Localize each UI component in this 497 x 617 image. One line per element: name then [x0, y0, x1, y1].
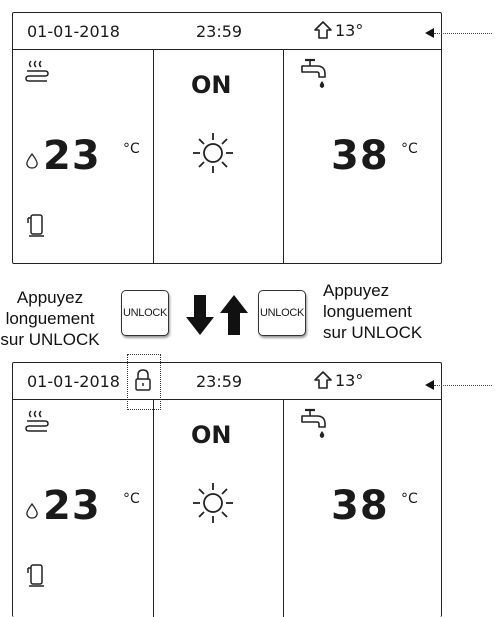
date-display: 01-01-2018: [27, 22, 120, 41]
status-bar: 01-01-2018 23:59 13°: [13, 363, 441, 400]
heating-waves-icon: [25, 60, 49, 82]
sun-icon: [193, 483, 233, 523]
mode-status: ON: [191, 421, 232, 449]
arrow-down-icon: [186, 295, 214, 335]
zone-heating-panel[interactable]: 23 °C: [13, 399, 154, 617]
hot-water-panel[interactable]: 38 °C: [283, 399, 441, 617]
pointer-arrow-head: [425, 28, 434, 38]
water-tap-icon: [301, 58, 326, 88]
mode-panel[interactable]: ON: [153, 399, 284, 617]
compressor-icon: [27, 214, 44, 237]
pointer-arrow-head: [425, 380, 434, 390]
arrow-up-icon: [220, 295, 248, 335]
time-display: 23:59: [196, 372, 243, 391]
padlock-icon: [135, 369, 151, 391]
zone-temp-unit: °C: [123, 491, 140, 507]
pointer-dotted-line: [434, 385, 492, 386]
mode-panel[interactable]: ON: [153, 49, 284, 263]
zone-temp-unit: °C: [123, 141, 140, 157]
outdoor-temp: 13°: [313, 370, 363, 390]
dhw-temperature: 38: [331, 133, 389, 179]
unlock-button-right[interactable]: UNLOCK: [258, 290, 306, 336]
drop-icon: [26, 152, 38, 169]
dhw-temp-unit: °C: [401, 141, 418, 157]
dhw-temp-unit: °C: [401, 491, 418, 507]
controller-screen-locked: 01-01-2018 23:59 13° 23 °C: [12, 362, 442, 617]
drop-icon: [26, 502, 38, 519]
status-bar: 01-01-2018 23:59 13°: [13, 13, 441, 50]
house-icon: [314, 371, 332, 389]
outdoor-temp: 13°: [313, 20, 363, 40]
house-icon: [314, 21, 332, 39]
zone-temperature: 23: [43, 133, 101, 179]
zone-heating-panel[interactable]: 23 °C: [13, 49, 154, 263]
sun-icon: [193, 133, 233, 173]
dhw-temperature: 38: [331, 483, 389, 529]
zone-temperature: 23: [43, 483, 101, 529]
unlock-button-left[interactable]: UNLOCK: [121, 290, 169, 336]
mode-status: ON: [191, 71, 232, 99]
heating-waves-icon: [25, 410, 49, 432]
pointer-dotted-line: [434, 33, 492, 34]
instruction-left: Appuyez longuement sur UNLOCK: [0, 288, 100, 349]
water-tap-icon: [301, 408, 326, 438]
instruction-right: Appuyez longuement sur UNLOCK: [323, 281, 423, 342]
controller-screen-unlocked: 01-01-2018 23:59 13° 23 °C ON: [12, 12, 442, 264]
lock-highlight-box: [127, 354, 161, 410]
date-display: 01-01-2018: [27, 372, 120, 391]
compressor-icon: [27, 564, 44, 587]
hot-water-panel[interactable]: 38 °C: [283, 49, 441, 263]
time-display: 23:59: [196, 22, 243, 41]
